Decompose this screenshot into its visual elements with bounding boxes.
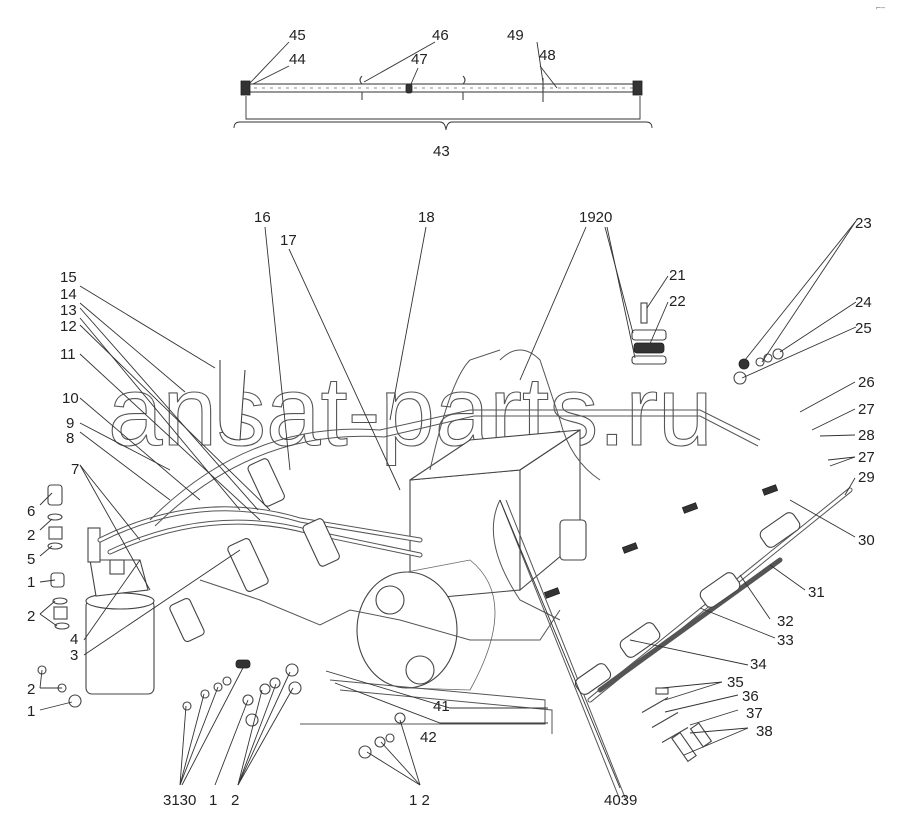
callout-16: 16 <box>254 209 271 226</box>
injector-right <box>559 512 801 695</box>
callout-5: 5 <box>27 551 35 568</box>
left-fittings <box>37 484 82 708</box>
bracket <box>219 360 246 441</box>
callout-21: 21 <box>669 267 686 284</box>
callout-2-b: 2 <box>27 608 35 625</box>
watermark: ansat-parts.ru <box>108 356 713 466</box>
brace-43 <box>233 121 653 131</box>
clip-46b <box>462 75 466 100</box>
loose-washers <box>182 659 406 759</box>
pipe-assembly-43 <box>233 75 653 131</box>
callout-24: 24 <box>855 294 872 311</box>
callout-1-2-bottom: 1 2 <box>409 792 430 809</box>
callout-34: 34 <box>750 656 767 673</box>
callout-4039: 4039 <box>604 792 637 809</box>
callout-1-c: 1 <box>27 703 35 720</box>
corner-mark: ⌐– <box>876 3 886 12</box>
callout-48: 48 <box>539 47 556 64</box>
callout-8: 8 <box>66 430 74 447</box>
callout-47: 47 <box>411 51 428 68</box>
callout-3130: 3130 <box>163 792 196 809</box>
leader-lines <box>39 41 857 789</box>
callout-29: 29 <box>858 469 875 486</box>
end-fitting-right <box>632 80 643 96</box>
callout-9: 9 <box>66 415 74 432</box>
callout-2-a: 2 <box>27 527 35 544</box>
callout-17: 17 <box>280 232 297 249</box>
callout-26: 26 <box>858 374 875 391</box>
dimension-line <box>245 96 641 120</box>
callout-11: 11 <box>60 346 76 363</box>
clip-47 <box>405 83 413 94</box>
callout-10: 10 <box>62 390 79 407</box>
callout-6: 6 <box>27 503 35 520</box>
callout-31: 31 <box>808 584 825 601</box>
clip-46 <box>359 75 363 100</box>
end-fitting-left <box>240 80 251 96</box>
callout-43: 43 <box>433 143 450 160</box>
callout-42: 42 <box>420 729 437 746</box>
callout-13: 13 <box>60 302 77 319</box>
parts-35-38 <box>641 687 713 763</box>
callout-37: 37 <box>746 705 763 722</box>
callout-27a: 27 <box>858 401 875 418</box>
callout-23: 23 <box>855 215 872 232</box>
callout-27b: 27 <box>858 449 875 466</box>
callout-2-bottom: 2 <box>231 792 239 809</box>
injector <box>169 458 340 643</box>
callout-7: 7 <box>71 461 79 478</box>
engine-assembly <box>37 302 853 801</box>
callout-28: 28 <box>858 427 875 444</box>
callout-49: 49 <box>507 27 524 44</box>
callout-1-bottom: 1 <box>209 792 217 809</box>
callout-33: 33 <box>777 632 794 649</box>
callout-35: 35 <box>727 674 744 691</box>
filter-fitting <box>87 527 101 563</box>
callout-15: 15 <box>60 269 77 286</box>
callout-41: 41 <box>433 698 450 715</box>
clamp-19-20 <box>631 302 667 365</box>
callout-25: 25 <box>855 320 872 337</box>
callout-30: 30 <box>858 532 875 549</box>
callout-14: 14 <box>60 286 77 303</box>
callout-38: 38 <box>756 723 773 740</box>
callout-1-a: 1 <box>27 574 35 591</box>
callout-labels: 45 44 46 47 49 48 43 16 17 18 1920 21 22… <box>27 27 875 809</box>
callout-22: 22 <box>669 293 686 310</box>
fitting-23-25 <box>733 348 784 385</box>
callout-4: 4 <box>70 631 78 648</box>
callout-32: 32 <box>777 613 794 630</box>
pipe-clamps <box>543 484 779 599</box>
callout-44: 44 <box>289 51 306 68</box>
callout-46: 46 <box>432 27 449 44</box>
callout-3: 3 <box>70 647 78 664</box>
callout-1920: 1920 <box>579 209 612 226</box>
callout-12: 12 <box>60 318 77 335</box>
callout-45: 45 <box>289 27 306 44</box>
callout-18: 18 <box>418 209 435 226</box>
callout-2-c: 2 <box>27 681 35 698</box>
callout-36: 36 <box>742 688 759 705</box>
